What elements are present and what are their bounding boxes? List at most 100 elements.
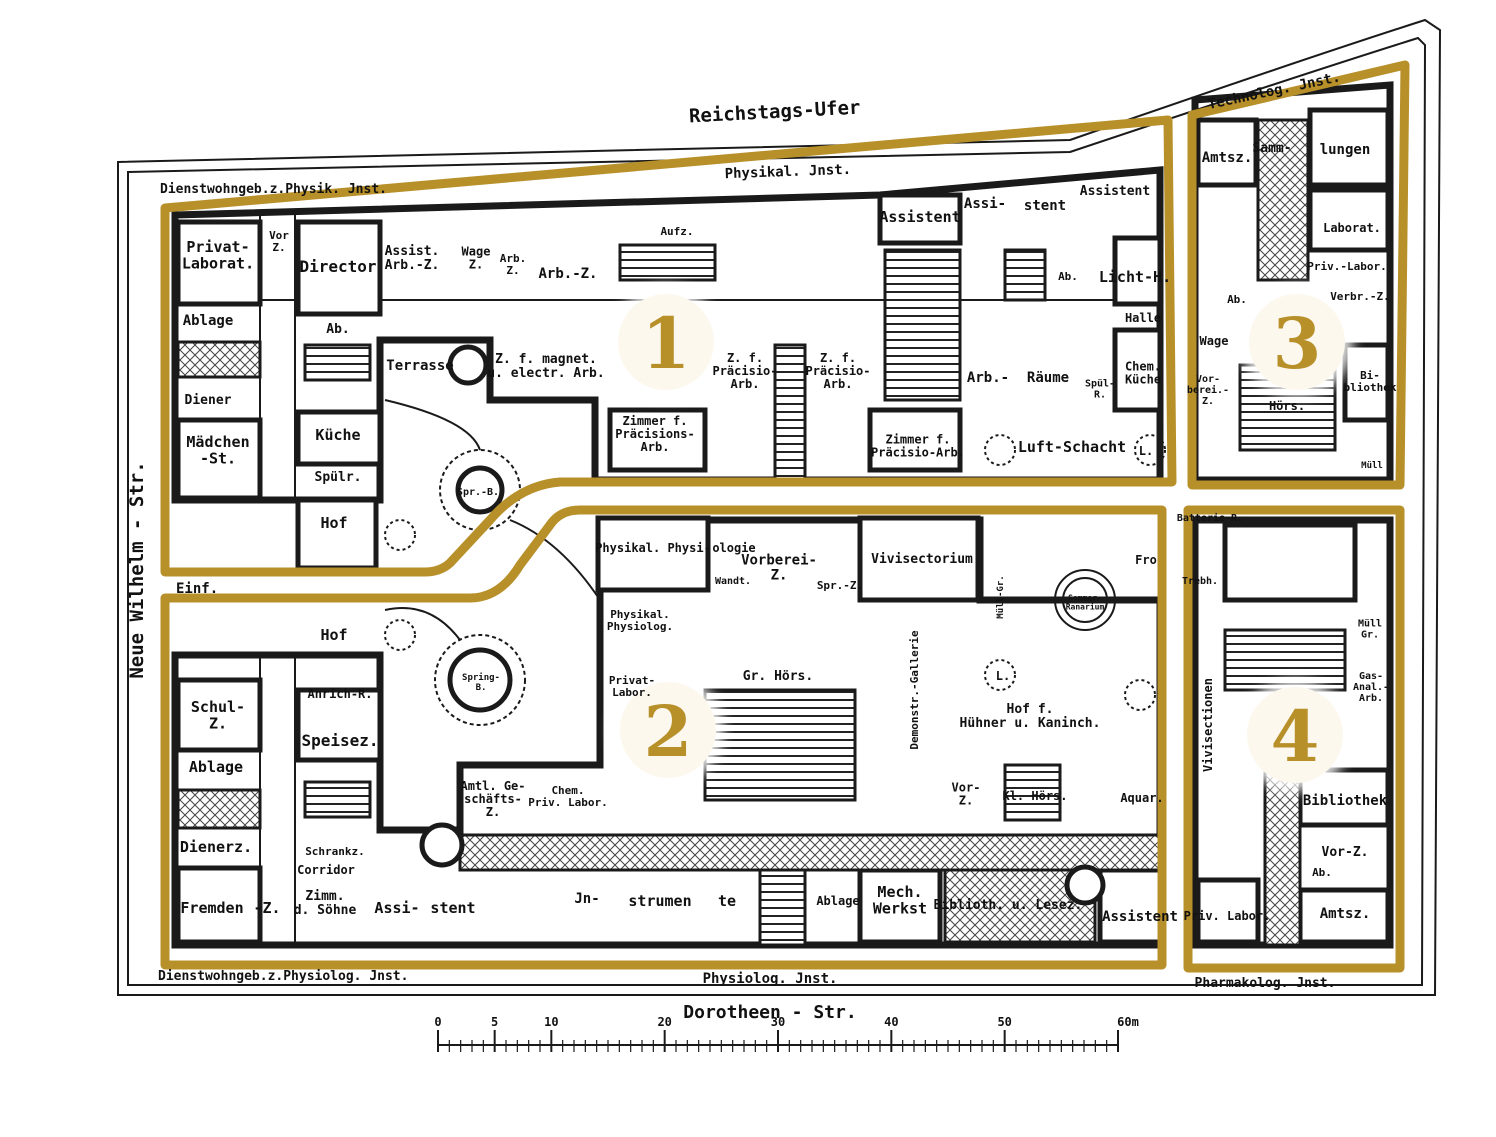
zone-1-number: 1 [642,302,691,385]
rooms-zone3-label: Laborat. [1323,221,1381,235]
zone-4-outline [1183,505,1405,973]
rooms-zone2-label: Privat-Labor. [609,674,655,699]
rooms-zone4-label: Priv. Labor. [1184,909,1271,923]
rooms-zone1-label: Director [299,257,376,276]
room-labels-zone-3: Amtsz.Samm-lungenLaborat.Priv.-Labor.Ab.… [1187,141,1397,471]
rooms-zone4-label: Amtsz. [1320,906,1371,922]
rooms-zone1-label: Halle [1125,311,1161,325]
rooms-zone1-label: Luft-Schacht [1018,438,1126,456]
rooms-zone2-label: Schul-Z. [191,698,245,733]
rooms-zone1-label: Assistent [879,208,960,226]
rooms-zone1-label: Ablage [183,313,234,329]
scale-label: 10 [544,1015,558,1029]
rooms-zone1-label: stent [1024,198,1066,214]
scale-minor-ticks [437,1030,1119,1052]
rooms-zone2-label: Wandt. [715,576,751,587]
scale-label: 40 [884,1015,898,1029]
street-labels: Reichstags-Ufer Neue Wilhelm - Str. Doro… [126,97,861,1023]
zone-3-number: 3 [1273,302,1322,385]
street-top: Reichstags-Ufer [688,97,861,128]
rooms-zone2-label: Zimm.d. Söhne [294,889,357,918]
site-inner-boundary [127,36,1427,986]
rooms-zone3-label: Müll [1361,461,1383,471]
rooms-zone2-label: Hof f.Hühner u. Kaninch. [960,702,1101,731]
rooms-zone2-label: Fro [1135,553,1157,567]
edge-left-entry: Einf. [176,581,218,597]
scale-label: 60m [1117,1015,1139,1029]
rooms-zone3-label: Verbr.-Z. [1330,290,1390,303]
rooms-zone4-label: Trebh. [1182,576,1218,587]
rooms-zone1-label: Aufz. [660,225,693,238]
rooms-zone2-label: Assistent [1102,909,1178,925]
rooms-zone3-label: Wage [1200,334,1229,348]
rooms-zone4-label: Batterie-R. [1177,512,1243,524]
edge-top-left: Dienstwohngeb.z.Physik. Jnst. [160,182,387,197]
rooms-zone2-label: Gr. Hörs. [743,669,813,684]
rooms-zone2-label: Vorberei-Z. [741,552,817,583]
rooms-zone2-label: -Z. [253,899,280,917]
rooms-zone4-label: Vor-Z. [1322,845,1369,860]
rooms-zone2-label: Ablage [189,758,243,776]
rooms-east [1195,107,1391,947]
rooms-zone1-label: Ab. [326,322,349,337]
scale-label: 30 [771,1015,785,1029]
rooms-zone1-label: Terrasse [386,358,453,374]
scale-label: 20 [657,1015,671,1029]
rooms-zone2-label: Ablage [816,894,859,908]
rooms-zone2-label: Physikal.Physiolog. [607,608,673,633]
rooms-zone3-label: Bi-bliothek [1344,369,1397,394]
rooms-zone2-label: Speisez. [301,731,378,750]
zone-3-outline [1187,60,1410,490]
rooms-zone2-label: Anrich-R. [307,687,372,701]
fountain-south [447,647,513,713]
rooms-zone2-label: Aquar. [1120,791,1163,805]
rooms-zone3-label: Priv.-Labor. [1307,260,1386,273]
rooms-zone3-label: Vor-berei.-Z. [1187,374,1229,407]
rooms-zone1-label: Privat-Laborat. [182,238,254,273]
rooms-zone3-label: Samm- [1252,141,1291,156]
rooms-zone2-label: Müll-Gr. [996,575,1006,618]
rooms-zone1-label: Assi- [964,196,1006,212]
rooms-zone3-label: Ab. [1227,293,1247,306]
street-left: Neue Wilhelm - Str. [126,461,148,678]
rooms-zone2-label: Spring-B. [462,672,500,693]
rooms-zone2-label: Sommer-Ranarium [1066,594,1105,612]
rooms-zone2-label: Biblioth. u. Lesez. [934,898,1083,913]
rooms-zone1-label: Arb.- [967,370,1009,386]
rooms-zone2-label: Kl. Hörs. [1002,789,1067,803]
rooms-zone1-label: Zimmer f.Präcisio-Arb. [871,432,965,459]
rooms-zone1-label: Ab. [1058,270,1078,283]
rooms-zone2-label: Demonstr.-Gallerie [908,630,921,750]
rooms-zone1-label: Zimmer f.Präcisions-Arb. [615,414,694,454]
rooms-zone4-label: Ab. [1312,866,1332,879]
zone-2-number: 2 [644,690,693,773]
zone-3-badge: 3 [1241,286,1353,398]
rooms-zone2-label: ologie [712,541,755,555]
rooms-zone2-label: Vivisectorium [871,552,973,567]
rooms-zone1-label: Arb.-Z. [538,266,597,282]
rooms-zone2-label: Assi- [374,899,419,917]
zone-1-outline [160,115,1177,577]
rooms-zone2-label: Hof [320,626,347,644]
rooms-zone2-label: Corridor [297,863,355,877]
rooms-zone4-label: Vivisectionen [1201,678,1215,772]
rooms-zone1-label: Hof [320,514,347,532]
rooms-zone4-label: Gas-Anal.-Arb. [1353,671,1389,704]
rooms-zone1-label: Assist.Arb.-Z. [385,244,440,273]
zone-outlines [160,60,1410,973]
rooms-zone2-label: Dienerz. [180,838,252,856]
rooms-zone2-label: Schrankz. [305,845,365,858]
rooms-zone2-label: te [718,892,736,910]
zone-badges: 1 2 3 4 [610,286,1353,791]
rooms-zone1-label: Z. f.Präcisio-Arb. [805,351,870,391]
rooms-zone2-label: Fremden [180,899,243,917]
rooms-zone1-label: Z. f.Präcisio-Arb. [712,351,777,391]
rooms-zone2-label: Chem.Priv. Labor. [528,784,607,809]
scale-label: 0 [434,1015,441,1029]
rooms-zone1-label: Z. f. magnet.u. electr. Arb. [487,352,604,381]
